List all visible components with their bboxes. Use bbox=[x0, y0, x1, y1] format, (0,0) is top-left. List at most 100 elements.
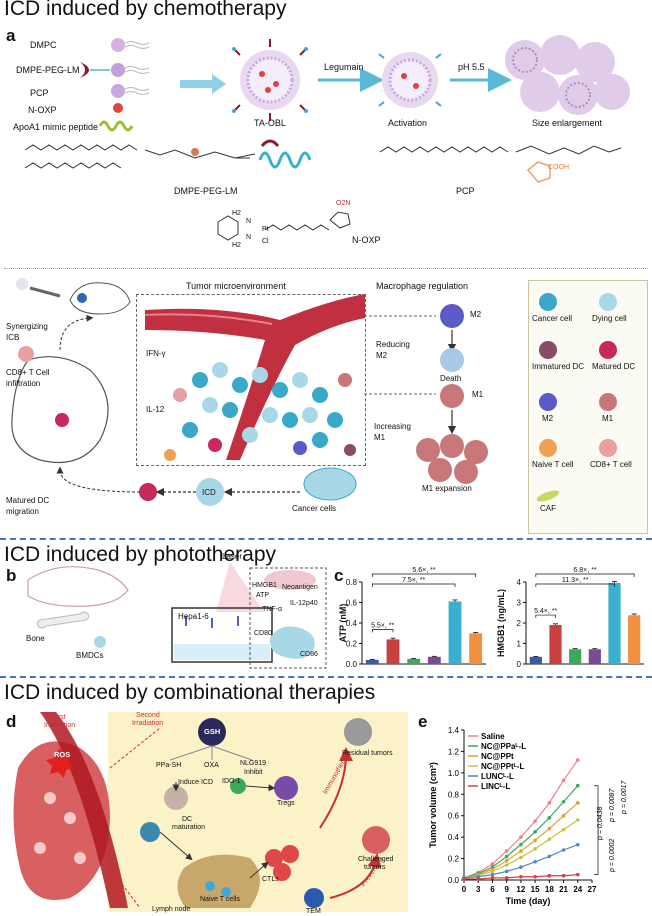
data-point bbox=[561, 813, 566, 818]
bmdc-cells-icon bbox=[94, 636, 106, 648]
tem-icon bbox=[304, 888, 324, 908]
p-value-label: p = 0.0438 bbox=[597, 807, 604, 841]
legend-icon-m2 bbox=[539, 393, 557, 411]
data-point bbox=[561, 848, 566, 852]
inset-box bbox=[249, 567, 327, 669]
label-increasing-2: M1 bbox=[374, 433, 386, 442]
significance-bracket bbox=[371, 583, 456, 587]
structure-label-noxp: N-OXP bbox=[352, 235, 381, 245]
y-tick-label: 0.2 bbox=[448, 855, 460, 864]
y-tick-label: 0.4 bbox=[448, 833, 460, 842]
dmpe-peg-lm-structure bbox=[24, 144, 256, 169]
y-tick-label: 1.4 bbox=[448, 726, 460, 735]
legend-label-cd8-t: CD8+ T cell bbox=[590, 460, 632, 469]
atom-no2: O2N bbox=[336, 200, 351, 207]
p-value-label: p = 0.0017 bbox=[621, 780, 628, 815]
legend-icon-m1 bbox=[599, 393, 617, 411]
mechanism-graphics bbox=[11, 278, 488, 506]
ros-burst-icon bbox=[46, 748, 74, 778]
label-challenged-2: tumors bbox=[364, 864, 386, 871]
data-point bbox=[490, 869, 495, 874]
significance-bracket bbox=[535, 573, 635, 577]
panel-letter-b: b bbox=[6, 566, 17, 585]
legend-entry: NC@PPaᴸ-L bbox=[481, 742, 526, 751]
y-axis-label: Tumor volume (cm³) bbox=[428, 762, 438, 848]
data-point bbox=[519, 835, 523, 839]
legend-label-dying-cell: Dying cell bbox=[592, 314, 627, 323]
dmpc-head-icon bbox=[111, 38, 125, 52]
legend-label-m1: M1 bbox=[602, 414, 614, 423]
bar bbox=[549, 625, 562, 664]
x-tick-label: 27 bbox=[588, 885, 597, 894]
significance-label: 5.6×, ** bbox=[412, 567, 435, 574]
section-divider-2 bbox=[0, 676, 652, 678]
atom-h2b: H2 bbox=[232, 242, 241, 249]
x-tick-label: 12 bbox=[516, 885, 525, 894]
data-point bbox=[490, 876, 495, 880]
legend-icon-immatured-dc bbox=[539, 341, 557, 359]
vessel-icon bbox=[40, 712, 128, 908]
bar bbox=[365, 659, 379, 664]
apoa1-helix-icon bbox=[98, 120, 134, 132]
y-tick-label: 2 bbox=[517, 619, 522, 628]
data-point bbox=[504, 869, 509, 874]
atom-cooh: COOH bbox=[548, 164, 569, 171]
stage-label-ta-obl: TA-OBL bbox=[254, 118, 286, 128]
m2-macrophage-icon bbox=[440, 304, 464, 328]
dying-tumor-cell-icon bbox=[264, 570, 316, 590]
x-tick-label: 15 bbox=[531, 885, 540, 894]
ta-obl-particle-icon bbox=[232, 39, 308, 121]
y-tick-label: 0.4 bbox=[346, 619, 358, 628]
label-ctls: CTLs bbox=[262, 876, 279, 883]
label-cd8-infiltration-1: CD8+ T Cell bbox=[6, 368, 50, 377]
data-point bbox=[504, 876, 509, 880]
bar bbox=[386, 639, 400, 664]
significance-label: 6.8×, ** bbox=[573, 567, 596, 574]
data-point bbox=[561, 778, 566, 783]
assembly-arrow bbox=[180, 74, 226, 94]
panel-a-divider bbox=[4, 268, 648, 269]
bar bbox=[628, 615, 641, 664]
label-residual: Residual tumors bbox=[342, 750, 393, 757]
label-second-irr-1: Second bbox=[136, 712, 160, 719]
data-point bbox=[519, 874, 523, 879]
dc-icon bbox=[140, 822, 160, 842]
data-point bbox=[519, 865, 523, 869]
label-challenged-1: Challenged bbox=[358, 856, 394, 863]
legend-icon-caf bbox=[536, 490, 560, 502]
bar bbox=[529, 656, 542, 664]
label-ros: ROS bbox=[54, 750, 71, 759]
label-first-irr-1: First bbox=[52, 714, 66, 721]
label-il12: IL-12 bbox=[146, 405, 165, 414]
data-point bbox=[504, 858, 509, 863]
label-oxa: OXA bbox=[204, 762, 219, 769]
legend-icon-matured-dc bbox=[599, 341, 617, 359]
ctls-icon bbox=[265, 849, 283, 867]
label-tregs: Tregs bbox=[277, 800, 295, 807]
dc-cell-icon bbox=[269, 626, 315, 659]
data-point bbox=[476, 877, 481, 881]
panel-d-graphics bbox=[13, 712, 408, 912]
p-value-label: p = 0.0002 bbox=[609, 839, 616, 873]
legend-icon-naive-t bbox=[539, 439, 557, 457]
label-increasing-1: Increasing bbox=[374, 422, 411, 431]
panel-letter-e: e bbox=[418, 712, 428, 731]
label-matured-dc-1: Matured DC bbox=[6, 496, 50, 505]
noxp-drug-icon bbox=[113, 103, 123, 113]
label-hepa: Hepa1-6 bbox=[178, 612, 209, 621]
label-induce-icd: Induce ICD bbox=[178, 779, 214, 786]
legend-label-matured-dc: Matured DC bbox=[592, 362, 636, 371]
data-point bbox=[547, 816, 552, 820]
component-icons bbox=[24, 35, 630, 241]
data-point bbox=[575, 783, 580, 788]
label-ido: IDO-1 bbox=[222, 778, 241, 785]
m1-expansion-icon bbox=[416, 434, 488, 484]
label-second-irr-2: Irradiation bbox=[132, 720, 164, 727]
legumain-moiety-icon bbox=[80, 62, 89, 78]
label-nlg: NLG919 bbox=[240, 760, 267, 767]
label-cd80: CD80 bbox=[254, 630, 272, 637]
panel-letter-a: a bbox=[6, 26, 16, 45]
x-tick-label: 0 bbox=[462, 885, 467, 894]
y-tick-label: 0.8 bbox=[346, 578, 358, 587]
